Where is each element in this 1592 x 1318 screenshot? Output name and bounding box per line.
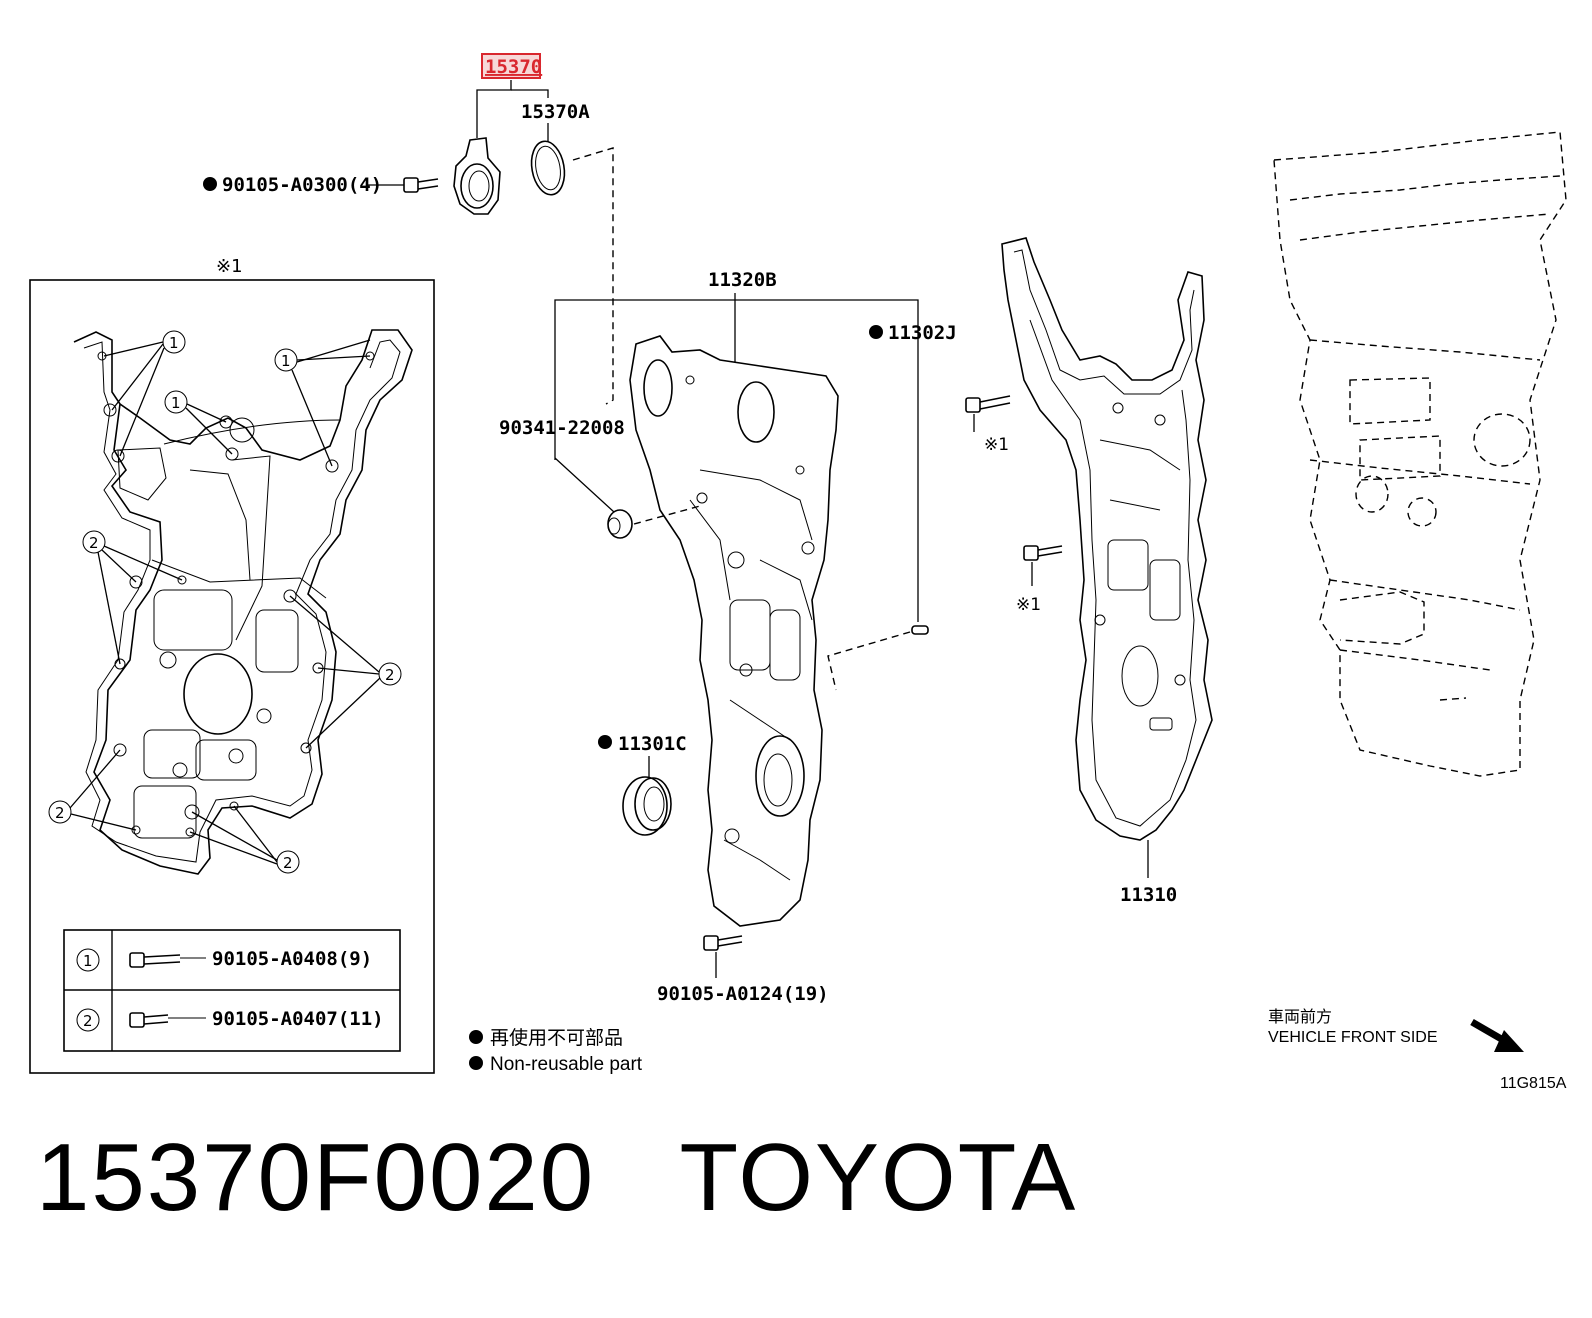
inset-frame [29, 279, 435, 1074]
svg-text:1: 1 [281, 352, 291, 370]
table-part-1[interactable]: 90105-A0408(9) [212, 948, 372, 970]
bolt-a0124[interactable] [703, 935, 743, 951]
leader-15370 [476, 80, 512, 138]
inset-callout-2b: 2 [289, 595, 402, 749]
inset-callout-1c: 1 [164, 390, 233, 455]
oil-seal-11301C[interactable] [622, 776, 672, 836]
non-reusable-dot-11301C [598, 735, 612, 749]
bolt-a0300[interactable] [403, 177, 439, 193]
side-mark-upper: ※1 [984, 435, 1009, 455]
leader-90341 [554, 457, 615, 513]
inset-bolt-table: 1 2 90105-A0408(9) 90105-A0407(11) [63, 929, 401, 1052]
diagram-code: 11G815A [1500, 1075, 1567, 1092]
svg-text:2: 2 [89, 534, 99, 552]
camshaft-cover-part[interactable] [453, 137, 501, 215]
front-label-jp: 車両前方 [1268, 1008, 1332, 1026]
non-reusable-dot-a0300 [203, 177, 217, 191]
legend-en: Non-reusable part [490, 1054, 643, 1075]
timing-chain-cover-11320B[interactable] [629, 335, 839, 927]
table-key-1: 1 [83, 952, 93, 970]
callout-90105-A0300[interactable]: 90105-A0300(4) [222, 174, 382, 196]
bolt-mark1-lower[interactable] [1023, 545, 1063, 561]
legend-dot-en [469, 1056, 483, 1070]
plug-90341-22008[interactable] [607, 509, 633, 539]
callout-11302J[interactable]: 11302J [888, 322, 957, 344]
callout-15370A[interactable]: 15370A [521, 101, 590, 123]
front-arrow-icon [1470, 1018, 1524, 1052]
callout-11310[interactable]: 11310 [1120, 884, 1177, 906]
inset-callout-2a: 2 [82, 530, 183, 665]
callout-11301C[interactable]: 11301C [618, 733, 687, 755]
leader-11320B [554, 299, 919, 622]
table-part-2[interactable]: 90105-A0407(11) [212, 1008, 384, 1030]
bolt-icon-row2 [129, 1012, 206, 1028]
non-reusable-dot-11302J [869, 325, 883, 339]
inset-callout-2d: 2 [189, 805, 300, 874]
dowel-pin-11302J[interactable] [911, 625, 929, 635]
part-number-caption: 15370F0020 TOYOTA [36, 1124, 1078, 1231]
o-ring-15370A[interactable] [528, 139, 569, 198]
callout-90105-A0124[interactable]: 90105-A0124(19) [657, 983, 829, 1005]
svg-text:1: 1 [171, 394, 181, 412]
highlight-box-15370[interactable] [481, 53, 541, 79]
engine-block-outline [1273, 131, 1567, 777]
side-mark-lower: ※1 [1016, 595, 1041, 615]
front-label-en: VEHICLE FRONT SIDE [1268, 1029, 1438, 1046]
bolt-icon-row1 [129, 952, 206, 968]
callout-11320B[interactable]: 11320B [708, 269, 777, 291]
svg-text:1: 1 [169, 334, 179, 352]
callout-90341-22008[interactable]: 90341-22008 [499, 417, 625, 439]
inset-callout-2c: 2 [48, 749, 137, 831]
inset-gasket-outline [73, 329, 413, 875]
assembly-line-pin [827, 631, 911, 691]
svg-text:2: 2 [283, 854, 293, 872]
inset-callout-1b: 1 [274, 339, 371, 467]
inset-mark: ※1 [216, 256, 243, 277]
callout-15370[interactable]: 15370 [485, 56, 542, 78]
assembly-line-oring [572, 147, 614, 405]
svg-text:2: 2 [55, 804, 65, 822]
inset-callout-1a: 1 [103, 330, 186, 457]
timing-cover-gasket-11310[interactable] [1001, 237, 1213, 841]
svg-text:2: 2 [385, 666, 395, 684]
leader-15370A-bracket [511, 89, 549, 98]
table-key-2: 2 [83, 1012, 93, 1030]
o-ring-inner [535, 145, 561, 191]
bolt-mark1-upper[interactable] [965, 395, 1011, 413]
legend-dot-jp [469, 1030, 483, 1044]
legend-jp: 再使用不可部品 [490, 1027, 623, 1049]
